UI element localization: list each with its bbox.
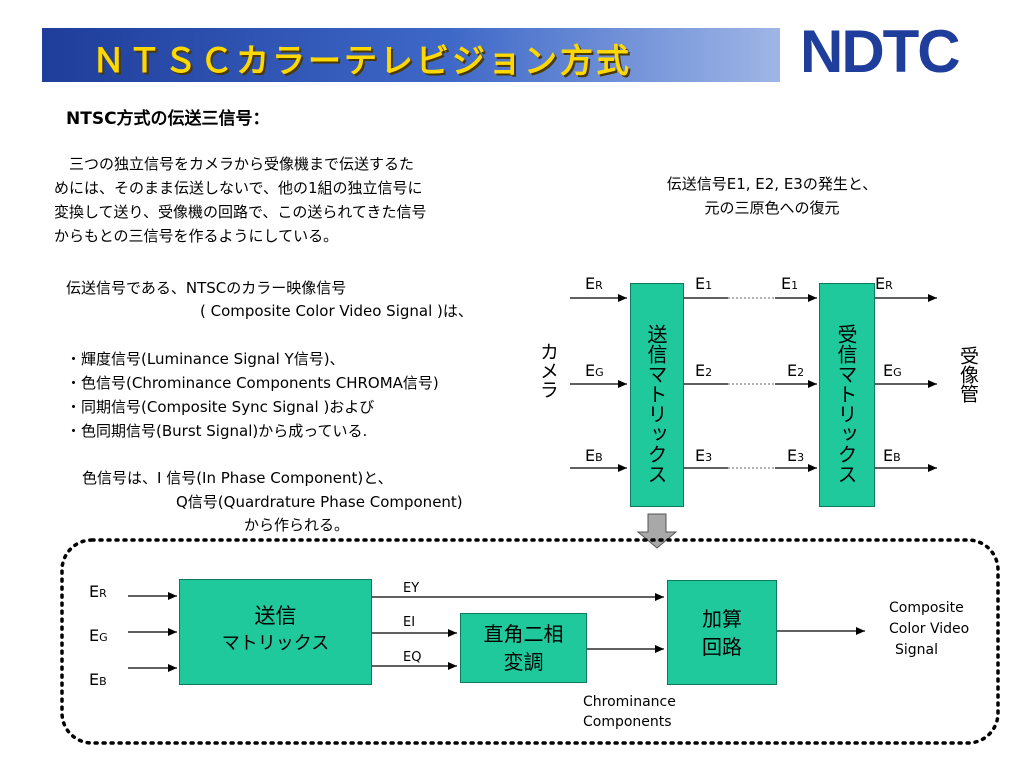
adder-line-1: 加算: [702, 607, 742, 631]
chrominance-label: Chrominance Components: [583, 692, 676, 732]
input-er-label: ER: [585, 274, 603, 293]
rx-e1-label: E1: [781, 274, 799, 293]
signal-intro-line-2: ( Composite Color Video Signal )は、: [200, 302, 473, 320]
ey-label: EY: [403, 581, 420, 596]
chroma-line-2: Q信号(Quardrature Phase Component): [176, 493, 463, 511]
ei-label: EI: [403, 615, 416, 630]
lower-tx-matrix-box: 送信 マトリックス: [179, 579, 372, 685]
quadrature-modulator-label: 直角二相 変調: [461, 620, 586, 676]
quad-mod-line-1: 直角二相: [483, 622, 564, 646]
camera-label: カメラ: [537, 342, 559, 399]
upper-diagram-caption: 伝送信号E1, E2, E3の発生と、 元の三原色への復元: [612, 172, 932, 220]
rx-e2-label: E2: [787, 361, 805, 380]
eq-label: EQ: [403, 650, 422, 665]
lower-input-eg-label: EG: [89, 626, 108, 645]
lower-tx-matrix-line-1: 送信: [254, 604, 297, 628]
quad-mod-line-2: 変調: [503, 650, 544, 674]
lower-input-er-label: ER: [89, 582, 107, 601]
adder-line-2: 回路: [702, 635, 742, 659]
bullet-burst: ・色同期信号(Burst Signal)から成っている.: [66, 422, 368, 440]
intro-line-2: めには、そのまま伝送しないで、他の1組の独立信号に: [54, 179, 423, 197]
intro-line-3: 変換して送り、受像機の回路で、この送られてきた信号: [54, 203, 427, 221]
receiver-tube-label: 受像管: [957, 346, 979, 403]
input-eg-label: EG: [585, 361, 604, 380]
lower-tx-matrix-label: 送信 マトリックス: [180, 602, 371, 658]
rx-e3-label: E3: [787, 446, 805, 465]
bullet-chroma: ・色信号(Chrominance Components CHROMA信号): [66, 374, 439, 392]
tx-e3-label: E3: [695, 446, 713, 465]
input-eb-label: EB: [585, 446, 603, 465]
caption-line-2: 元の三原色への復元: [704, 199, 840, 217]
section-heading: NTSC方式の伝送三信号：: [66, 109, 270, 129]
ndtc-logo: NDTC: [800, 18, 961, 85]
output-line-3: Signal: [895, 642, 939, 658]
chroma-line-b: Components: [583, 714, 672, 730]
adder-label: 加算 回路: [668, 605, 776, 661]
lower-input-eb-label: EB: [89, 670, 107, 689]
dotted-frame: [60, 538, 1000, 745]
lower-tx-matrix-line-2: マトリックス: [221, 633, 330, 654]
chroma-line-a: Chrominance: [583, 694, 676, 710]
tx-e1-label: E1: [695, 274, 713, 293]
composite-output-label: Composite Color Video Signal: [889, 598, 969, 661]
caption-line-1: 伝送信号E1, E2, E3の発生と、: [666, 175, 878, 193]
down-arrow-icon: [636, 513, 678, 549]
tx-e2-label: E2: [695, 361, 713, 380]
chroma-line-1: 色信号は、I 信号(In Phase Component)と、: [82, 469, 393, 487]
rx-matrix-box: 受信マトリックス: [819, 283, 875, 507]
bullet-sync: ・同期信号(Composite Sync Signal )および: [66, 398, 375, 416]
output-er-label: ER: [875, 274, 893, 293]
title-bar: [42, 28, 780, 82]
output-line-2: Color Video: [889, 621, 970, 637]
output-eg-label: EG: [883, 361, 902, 380]
output-line-1: Composite: [889, 600, 964, 616]
page-title: ＮＴＳＣカラーテレビジョン方式: [92, 41, 632, 80]
tx-matrix-label: 送信マトリックス: [644, 324, 668, 484]
rx-matrix-label: 受信マトリックス: [834, 324, 858, 484]
adder-box: 加算 回路: [667, 580, 777, 685]
intro-line-4: からもとの三信号を作るようにしている。: [54, 227, 339, 245]
chroma-line-3: から作られる。: [244, 516, 350, 534]
intro-line-1: 三つの独立信号をカメラから受像機まで伝送するた: [54, 155, 415, 173]
tx-matrix-box: 送信マトリックス: [630, 283, 684, 507]
quadrature-modulator-box: 直角二相 変調: [460, 613, 587, 683]
bullet-luminance: ・輝度信号(Luminance Signal Y信号)、: [66, 350, 345, 368]
output-eb-label: EB: [883, 446, 901, 465]
signal-intro-line-1: 伝送信号である、NTSCのカラー映像信号: [66, 279, 347, 297]
